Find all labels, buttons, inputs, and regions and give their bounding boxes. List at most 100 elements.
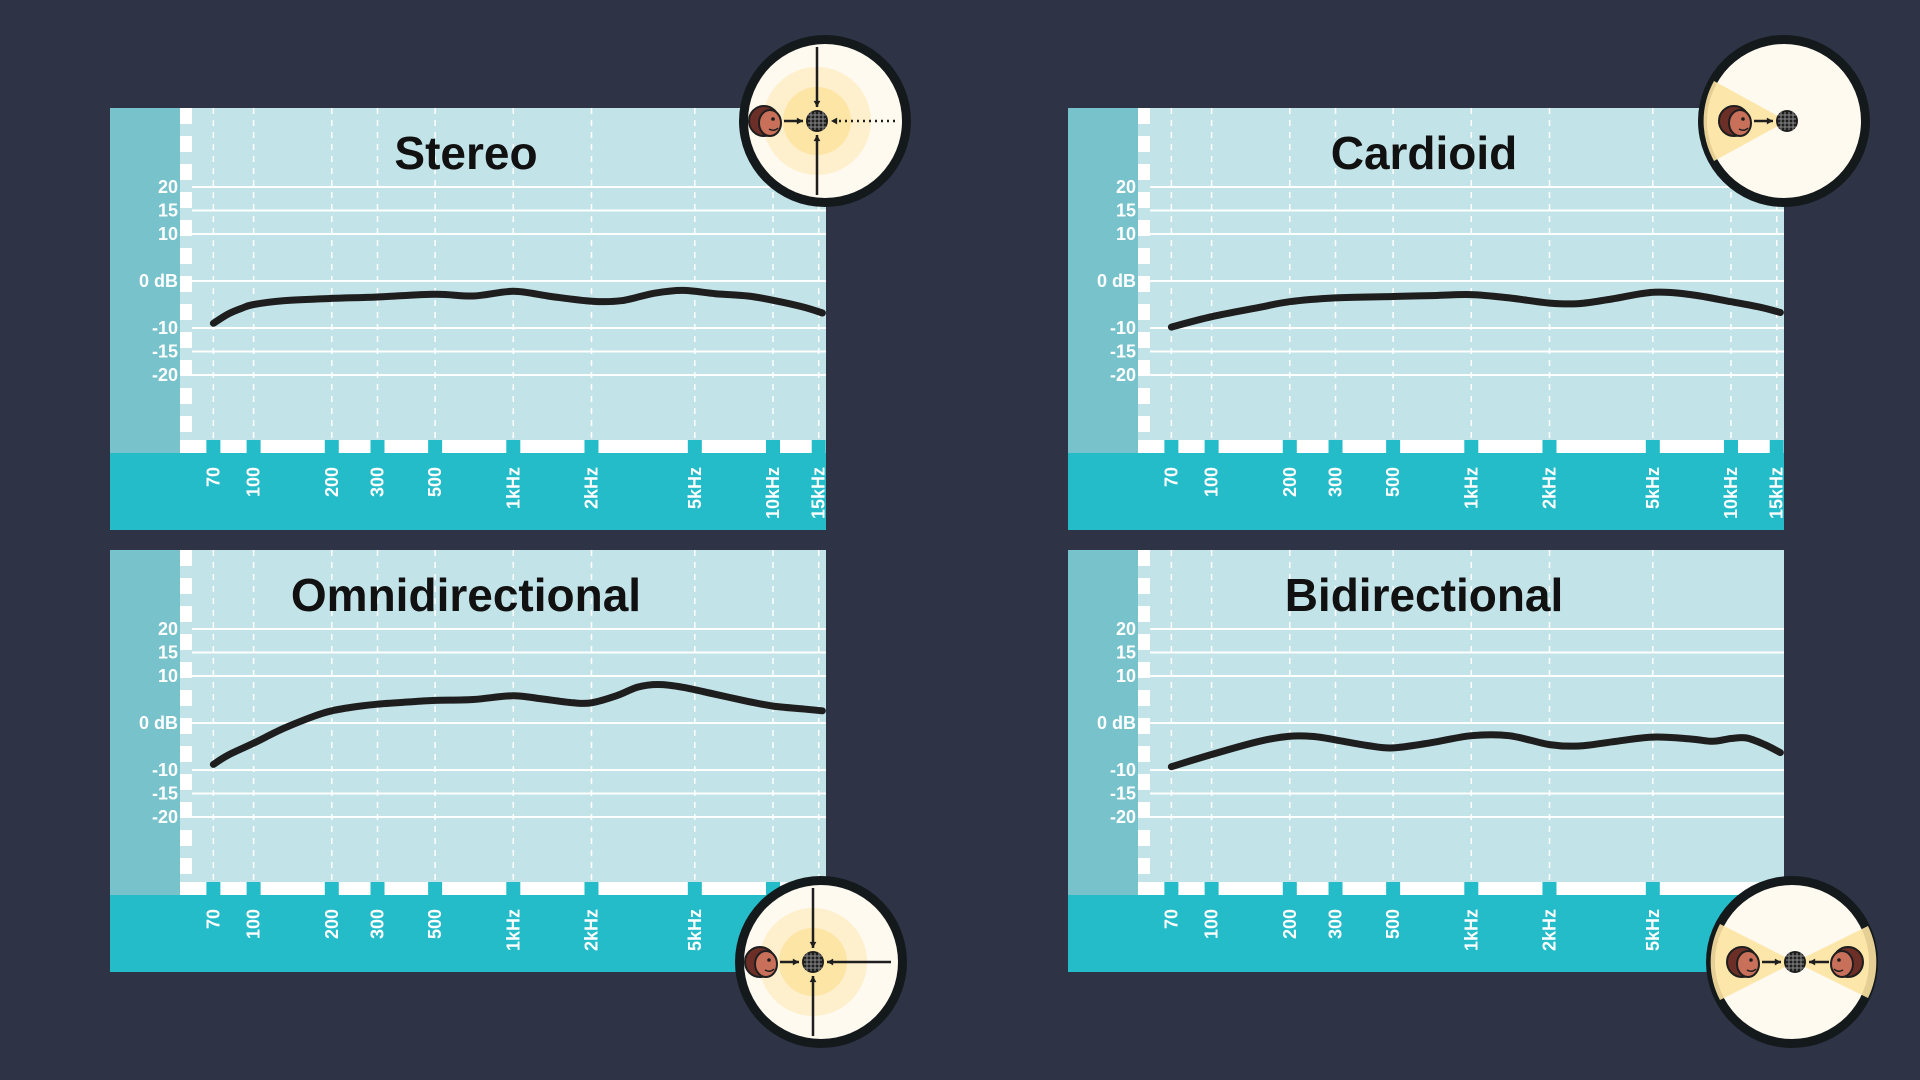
y-tick-label: -10	[152, 760, 178, 780]
x-tick-label: 70	[1161, 467, 1181, 487]
y-tick-label: 15	[1116, 201, 1136, 221]
microphone-icon	[802, 951, 824, 973]
y-tick-label: 15	[158, 201, 178, 221]
arrow-head	[792, 958, 799, 966]
y-tick-label: 10	[158, 666, 178, 686]
x-tick-mark	[1204, 440, 1219, 453]
x-tick-label: 70	[203, 909, 223, 929]
mic-head	[802, 951, 824, 973]
y-tick-label: 15	[158, 643, 178, 663]
y-tick-label: -10	[1110, 318, 1136, 338]
x-axis-strip	[110, 895, 826, 972]
y-tick-label: -20	[152, 365, 178, 385]
mic-head	[1784, 951, 1806, 973]
series-line	[1167, 288, 1784, 331]
x-tick-label: 2kHz	[581, 467, 601, 509]
x-tick-mark	[811, 440, 826, 453]
arrow-head	[813, 100, 821, 107]
x-tick-mark	[1723, 440, 1738, 453]
x-tick-mark	[687, 882, 702, 895]
y-tick-label: -15	[1110, 342, 1136, 362]
x-axis-band	[1138, 440, 1784, 453]
y-tick-label: 0 dB	[1097, 713, 1136, 733]
x-tick-label: 300	[1326, 467, 1346, 497]
x-tick-label: 300	[368, 909, 388, 939]
x-tick-label: 300	[1326, 909, 1346, 939]
x-tick-mark	[1542, 440, 1557, 453]
x-tick-mark	[1282, 440, 1297, 453]
x-tick-mark	[324, 440, 339, 453]
face-icon	[1830, 946, 1864, 978]
x-tick-label: 200	[322, 467, 342, 497]
y-tick-label: 0 dB	[1097, 271, 1136, 291]
x-tick-mark	[1464, 440, 1479, 453]
x-tick-mark	[246, 440, 261, 453]
y-tick-label: 20	[158, 177, 178, 197]
x-tick-mark	[584, 882, 599, 895]
x-axis-strip	[1068, 453, 1784, 530]
y-axis-strip	[110, 108, 180, 453]
y-tick-label: -15	[152, 342, 178, 362]
series-line	[1167, 731, 1784, 771]
x-tick-label: 100	[244, 467, 264, 497]
mouth-shape	[1738, 127, 1749, 132]
x-tick-mark	[1204, 882, 1219, 895]
y-tick-label: -15	[1110, 784, 1136, 804]
y-tick-label: 15	[1116, 643, 1136, 663]
eye-shape	[1741, 117, 1745, 121]
chart-title: Stereo	[394, 127, 537, 179]
mouth-shape	[1746, 968, 1757, 973]
x-tick-mark	[428, 440, 443, 453]
x-tick-mark	[1164, 882, 1179, 895]
y-axis-strip	[1068, 108, 1138, 453]
face-shape	[754, 950, 778, 978]
microphone-icon	[1776, 110, 1798, 132]
x-tick-label: 1kHz	[503, 909, 523, 951]
x-tick-mark	[1328, 882, 1343, 895]
x-tick-label: 5kHz	[685, 467, 705, 509]
x-tick-mark	[687, 440, 702, 453]
x-tick-label: 100	[244, 909, 264, 939]
y-tick-label: 20	[1116, 619, 1136, 639]
x-tick-mark	[1645, 440, 1660, 453]
x-tick-label: 1kHz	[1461, 909, 1481, 951]
arrow-head	[827, 958, 834, 966]
x-tick-mark	[506, 882, 521, 895]
x-tick-mark	[370, 882, 385, 895]
series-line	[209, 681, 826, 768]
x-axis-strip	[110, 453, 826, 530]
x-tick-label: 15kHz	[1767, 467, 1787, 519]
face-shape	[1830, 950, 1854, 978]
face-icon	[744, 946, 778, 978]
x-tick-mark	[324, 882, 339, 895]
face-shape	[758, 109, 782, 137]
x-tick-mark	[428, 882, 443, 895]
y-tick-label: 10	[158, 224, 178, 244]
arrow-head	[796, 117, 803, 125]
x-tick-label: 2kHz	[1539, 467, 1559, 509]
x-tick-mark	[1645, 882, 1660, 895]
x-tick-label: 200	[1280, 909, 1300, 939]
x-tick-label: 500	[1383, 909, 1403, 939]
x-tick-mark	[506, 440, 521, 453]
x-tick-mark	[370, 440, 385, 453]
x-tick-mark	[1328, 440, 1343, 453]
x-tick-mark	[246, 882, 261, 895]
x-tick-label: 200	[322, 909, 342, 939]
x-tick-mark	[1542, 882, 1557, 895]
y-tick-label: 10	[1116, 666, 1136, 686]
y-tick-label: -20	[152, 807, 178, 827]
x-tick-label: 500	[425, 467, 445, 497]
x-tick-label: 15kHz	[809, 467, 829, 519]
eye-shape	[1749, 958, 1753, 962]
face-icon	[1718, 105, 1752, 137]
x-axis-band	[180, 882, 826, 895]
mic-head	[806, 110, 828, 132]
bidirectional-pattern-icon	[1706, 876, 1878, 1048]
x-tick-mark	[206, 882, 221, 895]
omni-pattern-icon	[735, 876, 907, 1048]
y-tick-label: -10	[1110, 760, 1136, 780]
